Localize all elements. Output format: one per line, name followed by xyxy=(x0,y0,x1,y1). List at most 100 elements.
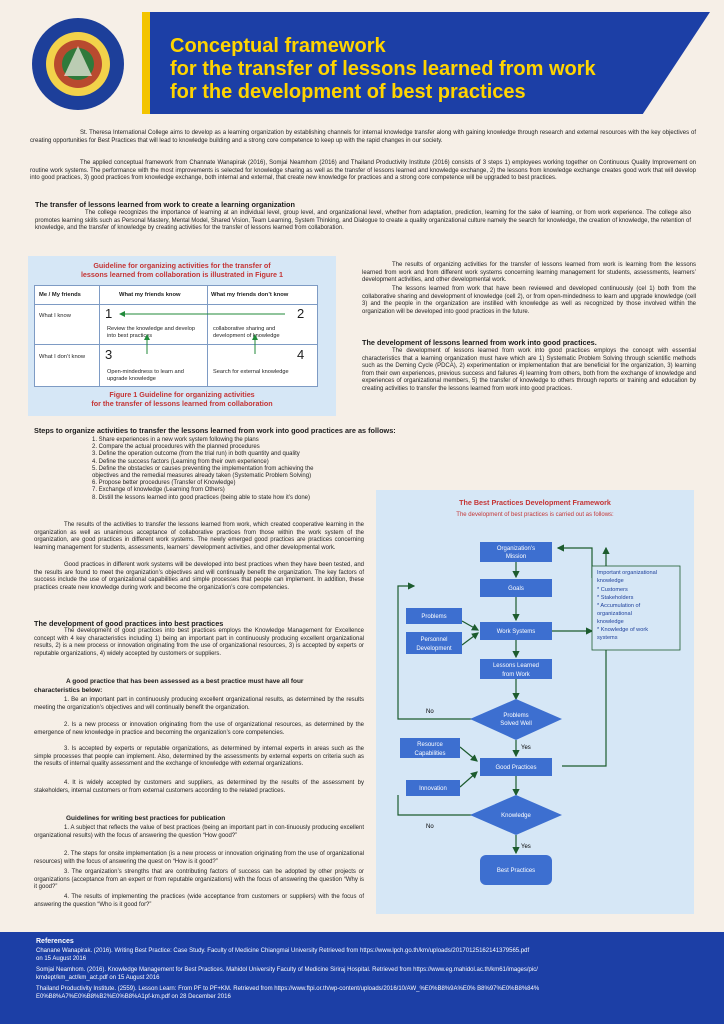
table-arrows xyxy=(119,311,285,354)
section1-heading: The transfer of lessons learned from wor… xyxy=(35,200,295,209)
poster-header: Conceptual framework for the transfer of… xyxy=(0,0,724,124)
list-item: objectives and the remedial measures alr… xyxy=(92,473,312,480)
important-knowledge-box xyxy=(591,565,681,651)
important-title-2: knowledge xyxy=(597,578,624,584)
right-paragraph-1: The results of organizing activities for… xyxy=(362,262,696,283)
list-item: 6. Propose better procedures (Transfer o… xyxy=(92,480,236,487)
reference-2a: Somjai Neamhom. (2016). Knowledge Manage… xyxy=(36,967,538,973)
characteristic-2: 2. Is a new process or innovation origin… xyxy=(34,722,364,736)
node-goals-text: Goals xyxy=(508,586,524,592)
cell-text-4: Search for external knowledge xyxy=(213,369,289,375)
important-item: knowledge xyxy=(597,619,624,625)
important-item: systems xyxy=(597,635,618,641)
important-item: organizational xyxy=(597,611,632,617)
list-item: 1. Share experiences in a new work syste… xyxy=(92,437,259,443)
node-good-practices-text: Good Practices xyxy=(495,765,536,771)
characteristics-heading-2: characteristics below: xyxy=(34,687,103,694)
guideline-title-1: Guideline for organizing activities for … xyxy=(93,261,271,270)
cell-number-1: 1 xyxy=(105,306,113,321)
important-item: * Stakeholders xyxy=(597,595,634,601)
important-title-1: Important organizational xyxy=(597,570,657,576)
node-best-practices xyxy=(480,855,552,885)
left-paragraph-2: Good practices in different work systems… xyxy=(34,562,364,591)
node-mission xyxy=(480,542,552,562)
node-problems-solved-text-2: Solved Well xyxy=(500,721,532,727)
characteristic-1: 1. Be an important part in continuously … xyxy=(34,697,364,711)
reference-2b: kmdept/km_act/km_act.pdf on 15 August 20… xyxy=(36,975,160,981)
characteristic-3: 3. Is accepted by experts or reputable o… xyxy=(34,746,364,767)
guideline-2: 2. The steps for onsite implementation (… xyxy=(34,851,364,865)
node-problems xyxy=(406,608,462,624)
row-label: What I don’t know xyxy=(39,354,86,360)
node-knowledge-text: Knowledge xyxy=(501,813,531,819)
list-item: 7. Exchange of knowledge (Learning from … xyxy=(92,487,225,494)
intro-paragraph-1: St. Theresa International College aims t… xyxy=(30,130,696,144)
label-yes-1: Yes xyxy=(521,745,531,751)
cell-text-1: Review the knowledge and develop into be… xyxy=(107,326,196,339)
section1-body: The college recognizes the importance of… xyxy=(35,210,691,231)
left-paragraph-3: The development of good practices into b… xyxy=(34,628,364,657)
node-goals xyxy=(480,579,552,597)
cell-text-3: Open-mindedness to learn and upgrade kno… xyxy=(107,369,184,382)
best-practices-heading: The development of good practices into b… xyxy=(34,619,224,628)
cell-number-4: 4 xyxy=(297,347,305,362)
references-footer xyxy=(0,932,724,1024)
guideline-title-2: lessons learned from collaboration is il… xyxy=(80,270,284,279)
label-no-1: No xyxy=(426,709,434,715)
node-resource xyxy=(400,738,460,758)
node-lessons-text-2: from Work xyxy=(502,672,531,678)
node-problems-text: Problems xyxy=(421,614,446,620)
reference-3a: Thailand Productivity Institute. (2559).… xyxy=(36,986,540,992)
important-item: * Knowledge of work xyxy=(597,627,648,633)
steps-list: 1. Share experiences in a new work syste… xyxy=(92,437,392,502)
framework-title: The Best Practices Development Framework xyxy=(459,498,611,507)
title-line-2: for the transfer of lessons learned from… xyxy=(170,58,596,80)
cell-number-2: 2 xyxy=(297,306,305,321)
characteristic-4: 4. It is widely accepted by customers an… xyxy=(34,780,364,794)
node-work-systems xyxy=(480,622,552,640)
list-item: 4. Define the success factors (Learning … xyxy=(92,458,269,465)
intro-paragraph-2: The applied conceptual framework from Ch… xyxy=(30,160,696,181)
reference-1a: Chanane Wanapirak. (2016). Writing Best … xyxy=(36,948,530,954)
references-heading: References xyxy=(36,938,74,945)
row-label: What I know xyxy=(39,313,71,319)
list-item: 8. Distill the lessons learned into good… xyxy=(92,494,311,501)
table-col-header: Me / My friends xyxy=(39,292,81,298)
node-problems-solved xyxy=(470,699,562,740)
guideline-4: 4. The results of implementing the pract… xyxy=(34,894,364,908)
poster-title: Conceptual framework for the transfer of… xyxy=(170,35,690,104)
characteristics-heading-1: A good practice that has been assessed a… xyxy=(66,678,304,685)
node-mission-text-2: Mission xyxy=(506,554,526,560)
node-resource-text-1: Resource xyxy=(417,742,443,748)
node-work-systems-text: Work Systems xyxy=(497,629,536,635)
node-personnel-text-2: Development xyxy=(416,646,452,652)
steps-heading: Steps to organize activities to transfer… xyxy=(34,426,396,435)
table-divider xyxy=(99,286,100,386)
label-no-2: No xyxy=(426,824,434,830)
right-paragraph-2: The lessons learned from work that have … xyxy=(362,286,696,315)
list-item: 3. Define the operation outcome (from th… xyxy=(92,451,300,458)
node-problems-solved-text-1: Problems xyxy=(503,713,528,719)
table-col-header: What my friends know xyxy=(119,292,181,298)
title-line-3: for the development of best practices xyxy=(170,81,526,103)
figure1-caption-2: for the transfer of lessons learned from… xyxy=(91,399,273,408)
header-banner xyxy=(150,12,710,114)
important-item: * Customers xyxy=(597,587,628,593)
node-lessons-text-1: Lessons Learned xyxy=(493,663,539,669)
table-divider xyxy=(207,286,208,386)
guideline-3: 3. The organization’s strengths that are… xyxy=(34,869,364,890)
list-item: 2. Compare the actual procedures with th… xyxy=(92,444,260,451)
guideline-table: Me / My friends What my friends know Wha… xyxy=(34,285,318,387)
cell-number-3: 3 xyxy=(105,347,113,362)
table-col-header: What my friends don’t know xyxy=(211,292,289,298)
framework-diagram: Organization’s Mission Goals Problems Pe… xyxy=(397,542,681,885)
guideline-1: 1. A subject that reflects the value of … xyxy=(34,825,364,839)
figure1-caption-1: Figure 1 Guideline for organizing activi… xyxy=(109,390,255,399)
reference-1b: on 15 August 2016 xyxy=(36,956,87,962)
node-lessons xyxy=(480,659,552,679)
node-resource-text-2: Capabilities xyxy=(414,751,445,757)
reference-3b: E0%B8%A7%E0%B8%B2%E0%B8%A1pf-km.pdf on 2… xyxy=(36,994,231,1000)
important-item: * Accumulation of xyxy=(597,603,641,609)
node-personnel xyxy=(406,632,462,654)
node-personnel-text-1: Personnel xyxy=(420,637,447,643)
